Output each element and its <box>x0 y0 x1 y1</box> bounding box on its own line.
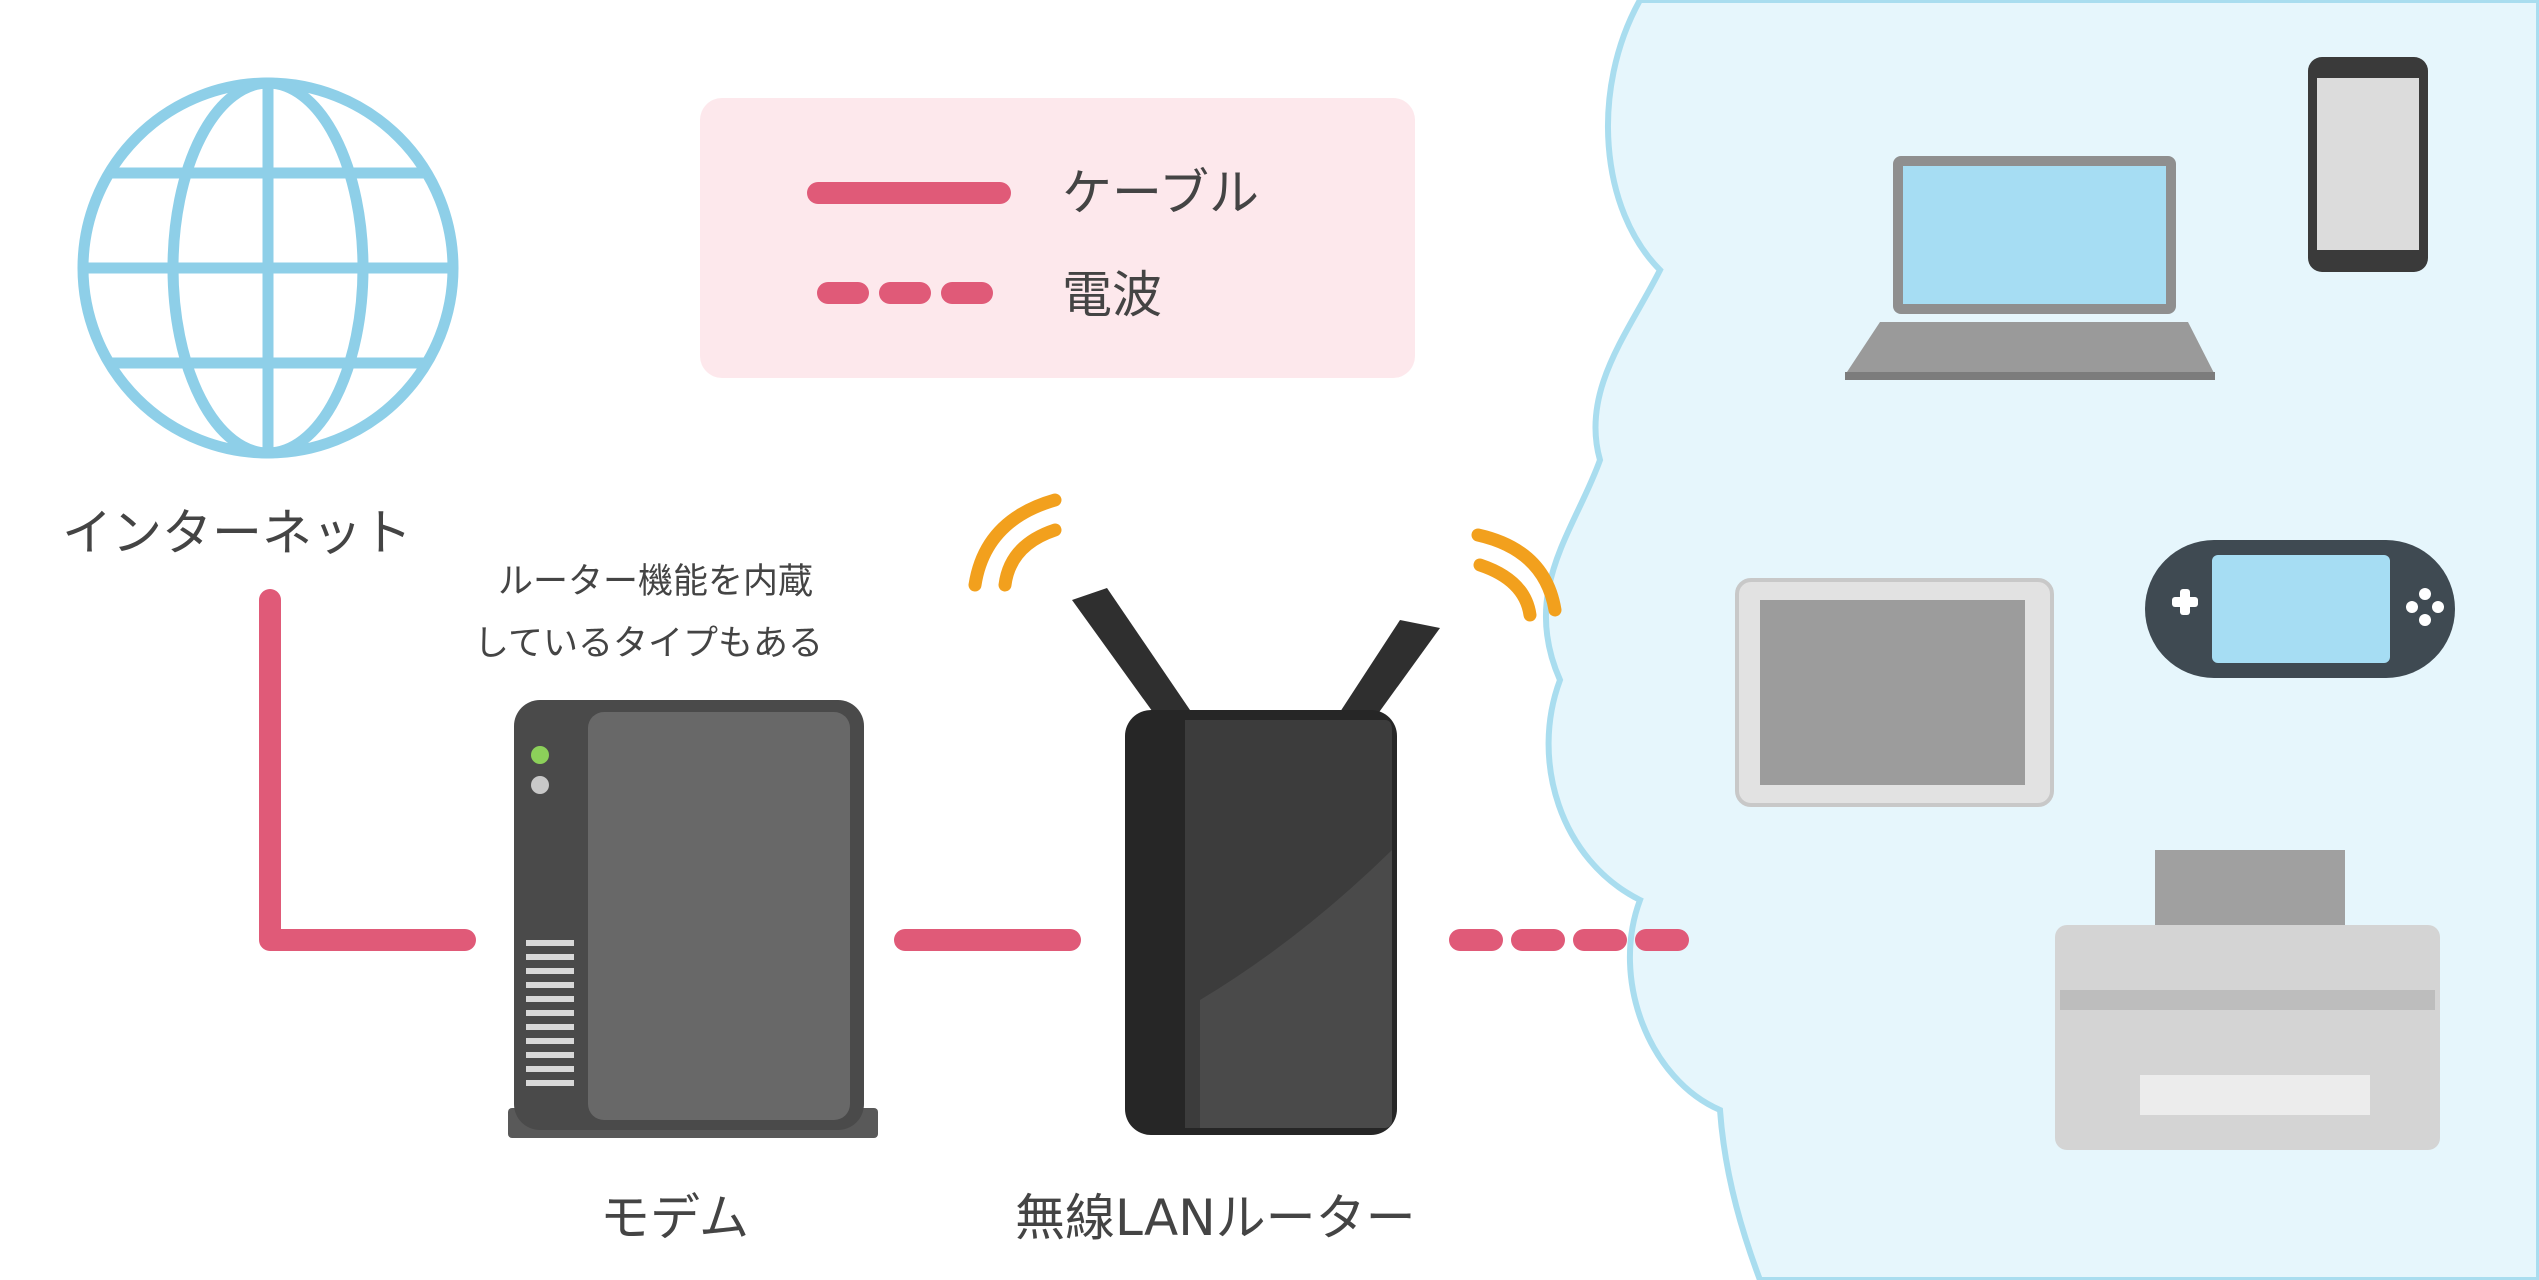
wifi-signal-left-icon <box>968 493 1062 592</box>
wifi-signal-right-icon <box>1471 528 1562 622</box>
smartphone-icon <box>2308 57 2428 272</box>
tablet-icon <box>1735 578 2054 807</box>
cable-internet-modem <box>259 589 476 951</box>
router-label: 無線LANルーター <box>1015 1189 1416 1247</box>
globe-icon <box>77 77 459 459</box>
legend-wave-label: 電波 <box>1062 266 1162 324</box>
legend-cable-label: ケーブル <box>1062 164 1259 222</box>
modem-note-line2: しているタイプもある <box>474 624 823 664</box>
game-console-icon <box>2145 540 2455 678</box>
internet-label: インターネット <box>62 504 412 562</box>
modem-icon <box>508 700 878 1138</box>
modem-label: モデム <box>600 1189 749 1247</box>
legend: ケーブル 電波 <box>700 98 1415 378</box>
printer-icon <box>2055 850 2440 1150</box>
laptop-icon <box>1845 156 2215 380</box>
modem-note-line1: ルーター機能を内蔵 <box>498 562 813 602</box>
wireless-router-icon <box>1072 588 1440 1135</box>
